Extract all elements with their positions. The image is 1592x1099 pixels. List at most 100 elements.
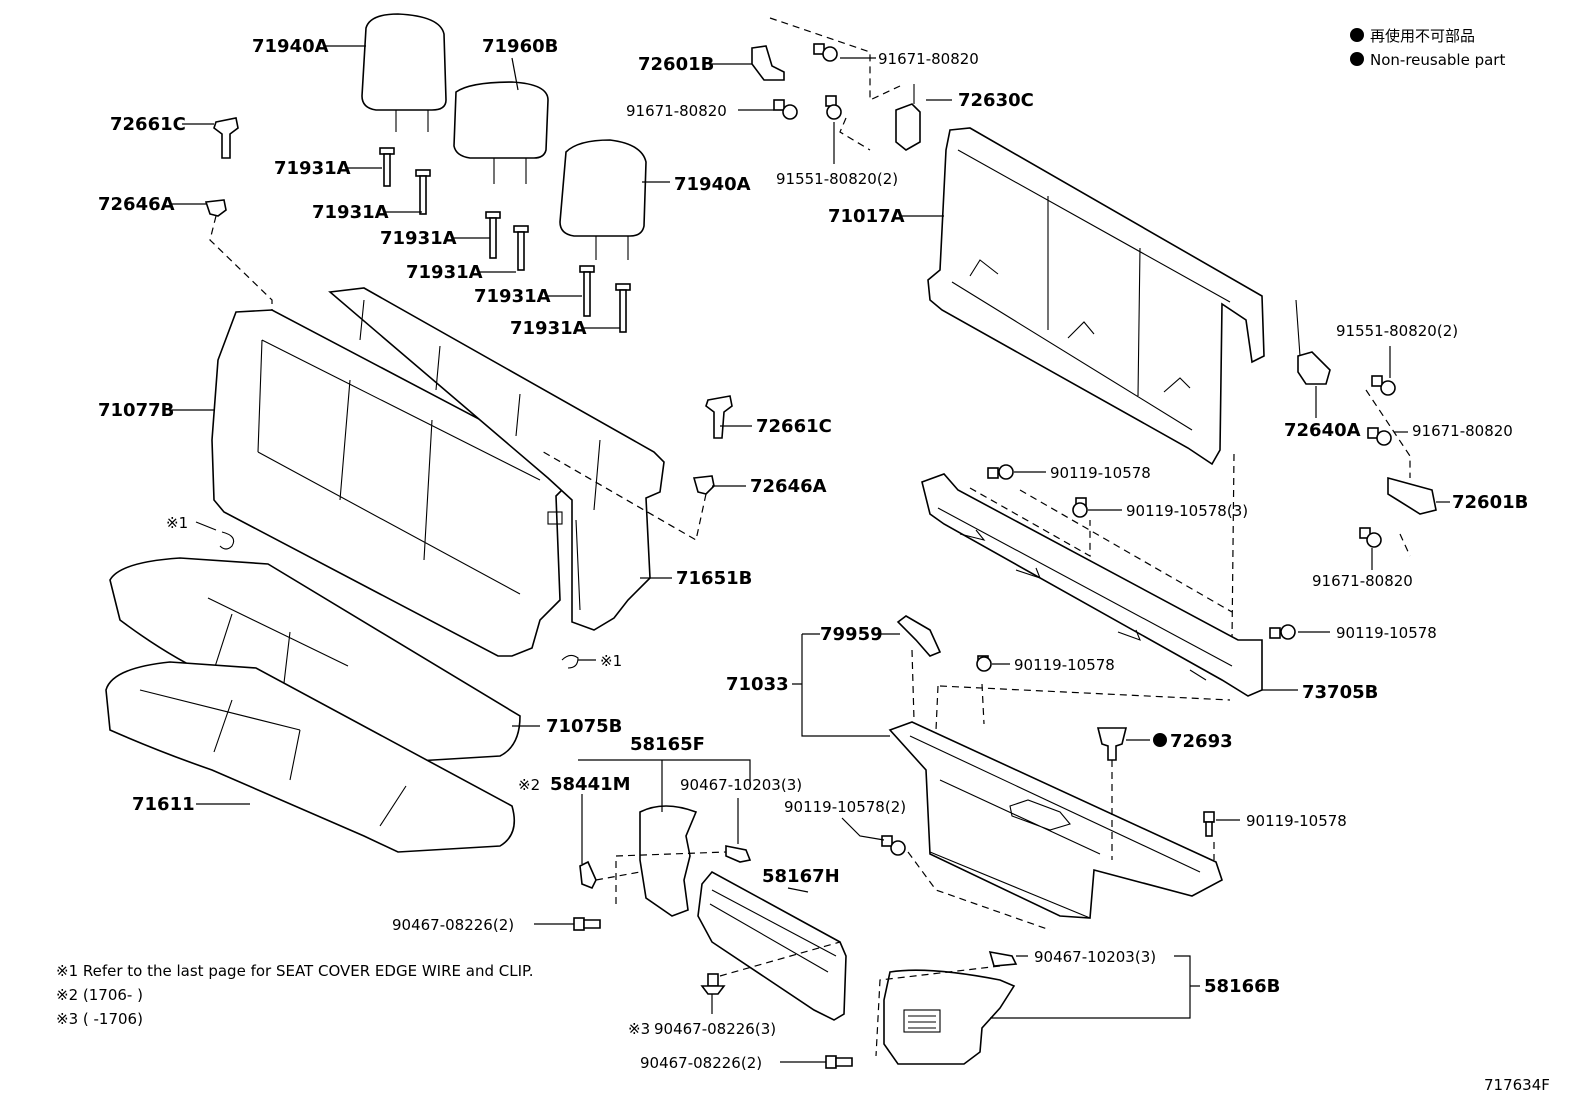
seat-cushion-cover[interactable] xyxy=(105,661,516,853)
label-90119-10578-3[interactable]: 90119-10578 xyxy=(1014,656,1115,674)
label-72646A-right[interactable]: 72646A xyxy=(750,476,827,497)
bolt-icon[interactable] xyxy=(987,464,1014,480)
headrest-guide-2[interactable] xyxy=(415,169,431,215)
headrest-guide-6[interactable] xyxy=(615,283,631,333)
seatback-frame[interactable] xyxy=(927,127,1265,466)
cover-58441M[interactable] xyxy=(579,860,597,890)
bolt-icon[interactable] xyxy=(1359,527,1382,548)
label-71960B[interactable]: 71960B xyxy=(482,36,558,57)
side-cover-58165F[interactable] xyxy=(639,805,698,917)
clip-icon[interactable] xyxy=(988,950,1018,967)
label-71931A-3[interactable]: 71931A xyxy=(380,228,457,249)
headrest-center[interactable] xyxy=(453,81,549,184)
label-91671-80820-4[interactable]: 91671-80820 xyxy=(1312,572,1413,590)
label-73705B[interactable]: 73705B xyxy=(1302,682,1378,703)
label-72661C-right[interactable]: 72661C xyxy=(756,416,832,437)
label-71940A-left[interactable]: 71940A xyxy=(252,36,329,57)
label-72640A[interactable]: 72640A xyxy=(1284,420,1361,441)
bezel-left[interactable] xyxy=(204,199,227,217)
label-72601B-lower[interactable]: 72601B xyxy=(1452,492,1528,513)
label-72630C[interactable]: 72630C xyxy=(958,90,1034,111)
seatback-rear[interactable] xyxy=(328,287,665,631)
bolt-icon[interactable] xyxy=(1371,375,1396,396)
hinge-bracket-upper[interactable] xyxy=(895,84,921,151)
clip-icon[interactable] xyxy=(573,917,601,931)
label-90467-10203-lower[interactable]: 90467-10203(3) xyxy=(1034,948,1156,966)
label-71651B[interactable]: 71651B xyxy=(676,568,752,589)
headrest-guide-5[interactable] xyxy=(579,265,595,317)
label-90119-10578-4[interactable]: 90119-10578 xyxy=(1246,812,1347,830)
label-71033[interactable]: 71033 xyxy=(726,674,789,695)
bolt-icon[interactable] xyxy=(1072,497,1088,518)
label-72601B-upper[interactable]: 72601B xyxy=(638,54,714,75)
label-72693[interactable]: 72693 xyxy=(1170,731,1233,752)
bolt-icon[interactable] xyxy=(1367,427,1392,446)
bracket-72601B-lower[interactable] xyxy=(1387,476,1437,515)
label-71931A-5[interactable]: 71931A xyxy=(474,286,551,307)
label-71017A[interactable]: 71017A xyxy=(828,206,905,227)
headrest-guide-3[interactable] xyxy=(485,211,501,259)
hinge-bracket-lower[interactable] xyxy=(1295,299,1331,385)
label-72661C-left[interactable]: 72661C xyxy=(110,114,186,135)
label-58165F[interactable]: 58165F xyxy=(630,734,705,755)
side-cover-58166B[interactable] xyxy=(883,969,1016,1065)
clip-icon[interactable] xyxy=(825,1055,853,1069)
label-71931A-6[interactable]: 71931A xyxy=(510,318,587,339)
label-90119-10578-2[interactable]: 90119-10578 xyxy=(1336,624,1437,642)
label-79959[interactable]: 79959 xyxy=(820,624,883,645)
label-90119-10578-2x[interactable]: 90119-10578(2) xyxy=(784,798,906,816)
ref3-marker: ※3 xyxy=(628,1020,650,1038)
label-58166B[interactable]: 58166B xyxy=(1204,976,1280,997)
label-71075B[interactable]: 71075B xyxy=(546,716,622,737)
label-71931A-2[interactable]: 71931A xyxy=(312,202,389,223)
headrest-right[interactable] xyxy=(559,139,647,260)
headrest-guide-1[interactable] xyxy=(379,147,395,187)
label-91671-80820-1[interactable]: 91671-80820 xyxy=(878,50,979,68)
label-71940A-right[interactable]: 71940A xyxy=(674,174,751,195)
footnote-1: ※1 Refer to the last page for SEAT COVER… xyxy=(56,962,533,980)
non-reusable-dot-icon xyxy=(1350,28,1364,42)
bezel-right[interactable] xyxy=(692,475,715,495)
label-91551-80820-lower[interactable]: 91551-80820(2) xyxy=(1336,322,1458,340)
bolt-icon[interactable] xyxy=(825,95,842,120)
clip-90467-10203[interactable] xyxy=(725,845,752,863)
label-91671-80820-3[interactable]: 91671-80820 xyxy=(1412,422,1513,440)
bolt-icon[interactable] xyxy=(1203,811,1215,837)
trim-panel-58167H[interactable] xyxy=(697,870,847,1021)
headrest-left[interactable] xyxy=(361,13,447,132)
ref2-marker: ※2 xyxy=(518,776,540,794)
bolts-seat-frame xyxy=(976,464,1296,672)
label-90467-08226-3x[interactable]: 90467-08226(3) xyxy=(654,1020,776,1038)
label-71931A-4[interactable]: 71931A xyxy=(406,262,483,283)
footnote-3: ※3 ( -1706) xyxy=(56,1010,143,1028)
label-91551-80820-upper[interactable]: 91551-80820(2) xyxy=(776,170,898,188)
label-91671-80820-2[interactable]: 91671-80820 xyxy=(626,102,727,120)
seat-cushion-frame[interactable] xyxy=(888,721,1223,919)
clip-72693[interactable] xyxy=(1096,727,1128,761)
pad-79959[interactable] xyxy=(896,615,942,657)
release-knob-left[interactable] xyxy=(213,117,239,159)
bolt-icon[interactable] xyxy=(773,99,798,120)
label-71611[interactable]: 71611 xyxy=(132,794,195,815)
bolt-icon[interactable] xyxy=(1269,624,1296,640)
label-71931A-1[interactable]: 71931A xyxy=(274,158,351,179)
label-90467-08226-2[interactable]: 90467-08226(2) xyxy=(640,1054,762,1072)
label-90119-10578-1[interactable]: 90119-10578 xyxy=(1050,464,1151,482)
bolt-icon[interactable] xyxy=(976,655,992,672)
label-90467-10203-upper[interactable]: 90467-10203(3) xyxy=(680,776,802,794)
clip-icon[interactable] xyxy=(700,973,726,995)
label-90467-08226-1[interactable]: 90467-08226(2) xyxy=(392,916,514,934)
footnote-2: ※2 (1706- ) xyxy=(56,986,143,1004)
bolt-icon[interactable] xyxy=(813,43,838,62)
label-90119-10578-3x[interactable]: 90119-10578(3) xyxy=(1126,502,1248,520)
label-58441M[interactable]: 58441M xyxy=(550,774,631,795)
bolt-icon[interactable] xyxy=(881,835,906,856)
headrest-guide-4[interactable] xyxy=(513,225,529,271)
label-71077B[interactable]: 71077B xyxy=(98,400,174,421)
bolts-upper-right xyxy=(773,43,1396,548)
legend-jp: 再使用不可部品 xyxy=(1370,27,1475,45)
label-58167H[interactable]: 58167H xyxy=(762,866,840,887)
label-72646A-left[interactable]: 72646A xyxy=(98,194,175,215)
release-knob-right[interactable] xyxy=(705,395,733,439)
bracket-72601B-upper[interactable] xyxy=(751,45,785,81)
